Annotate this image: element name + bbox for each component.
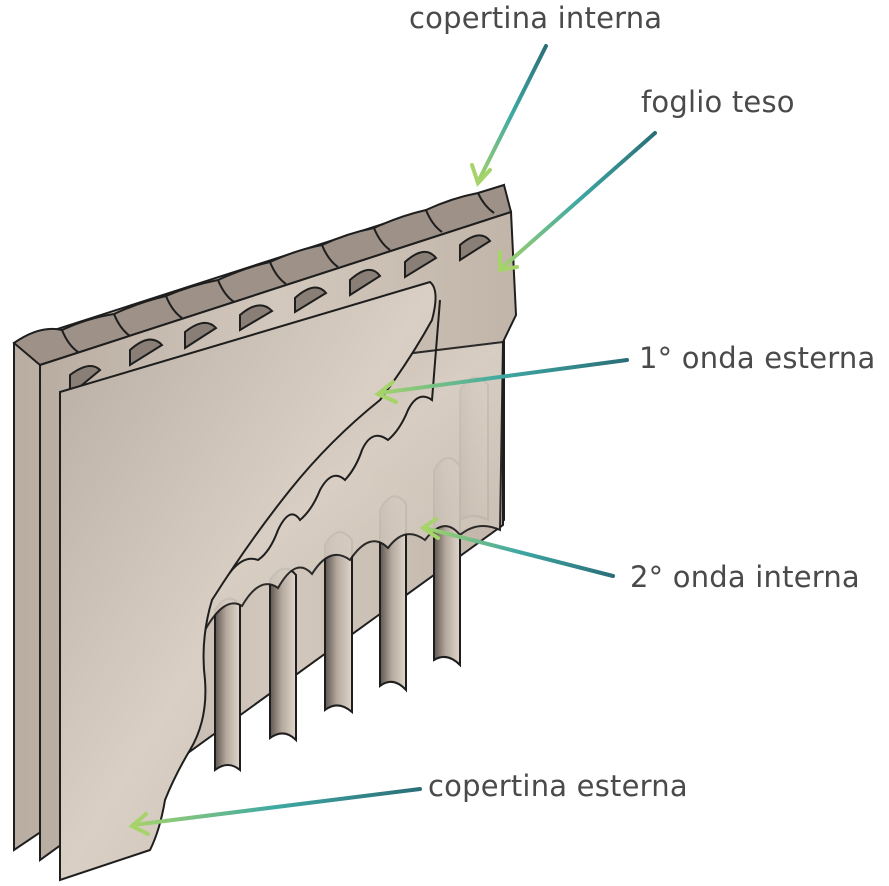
arrow-inner-liner xyxy=(470,44,548,187)
outer-liner-sheet xyxy=(59,280,437,882)
label-first-flute-outer: 1° onda esterna xyxy=(639,341,876,375)
first-flute-cut-edge xyxy=(204,299,441,606)
second-flute-top-ridges xyxy=(69,234,492,398)
label-tense-sheet: foglio teso xyxy=(641,85,795,119)
label-second-flute-inner: 2° onda interna xyxy=(630,560,860,594)
arrow-first-flute-outer xyxy=(374,358,629,404)
label-inner-liner: copertina interna xyxy=(409,1,663,35)
arrow-second-flute-inner xyxy=(419,517,615,578)
arrow-tense-sheet xyxy=(498,131,657,273)
first-flute-top-edge xyxy=(12,183,513,367)
label-outer-liner: copertina esterna xyxy=(428,769,688,803)
arrow-outer-liner xyxy=(128,787,422,836)
first-flute-ridges xyxy=(61,192,495,353)
leader-arrows xyxy=(128,44,657,836)
